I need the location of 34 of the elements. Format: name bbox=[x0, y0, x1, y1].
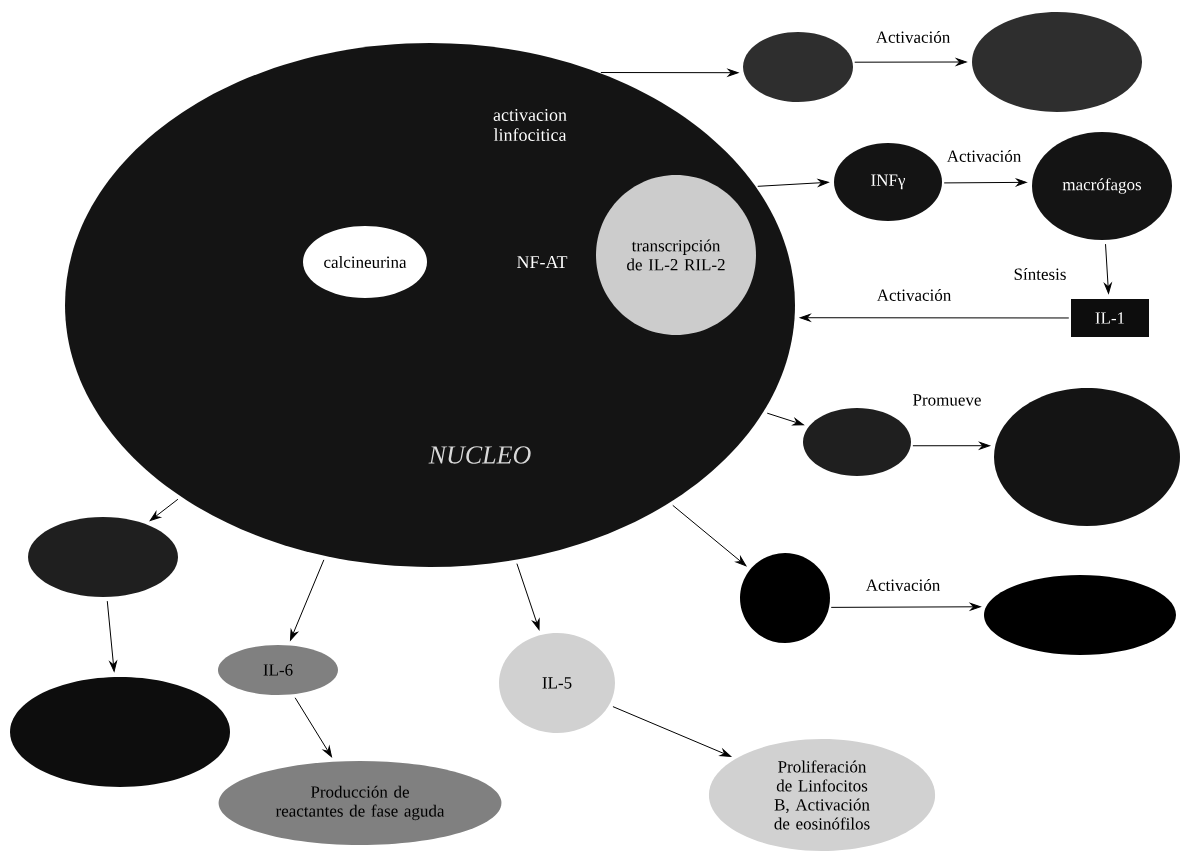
edge-label: Síntesis bbox=[1012, 267, 1068, 281]
arrow bbox=[106, 600, 118, 672]
arrow bbox=[294, 697, 332, 758]
circle bbox=[740, 553, 830, 643]
edge-label: Promueve bbox=[911, 393, 983, 407]
arrow bbox=[289, 559, 325, 641]
arrow bbox=[516, 563, 540, 631]
node-label: NUCLEO bbox=[428, 446, 531, 464]
ellipse bbox=[743, 32, 853, 102]
node-label: NF-AT bbox=[517, 256, 568, 268]
edge-label: Activación bbox=[864, 578, 942, 592]
ellipse bbox=[10, 677, 230, 787]
label-box: IL-1 bbox=[1071, 299, 1149, 337]
arrow bbox=[766, 412, 804, 426]
arrow bbox=[799, 313, 1070, 322]
ellipse bbox=[972, 12, 1142, 112]
edge-label: Activación bbox=[875, 288, 953, 302]
node-label: activacion linfocitica bbox=[493, 108, 567, 142]
arrow bbox=[912, 441, 991, 450]
arrow bbox=[612, 706, 732, 757]
arrow bbox=[1104, 243, 1112, 294]
arrow bbox=[830, 602, 981, 611]
ellipse bbox=[28, 517, 178, 597]
arrow bbox=[757, 178, 829, 187]
arrow bbox=[672, 504, 747, 567]
arrow bbox=[854, 58, 967, 66]
arrow bbox=[943, 178, 1027, 187]
edge-label: Activación bbox=[874, 30, 952, 44]
arrow bbox=[600, 68, 739, 77]
ellipse bbox=[803, 408, 911, 476]
ellipse bbox=[994, 388, 1180, 526]
arrow bbox=[149, 498, 179, 522]
ellipse bbox=[984, 575, 1176, 655]
edge-label: Activación bbox=[945, 149, 1023, 163]
